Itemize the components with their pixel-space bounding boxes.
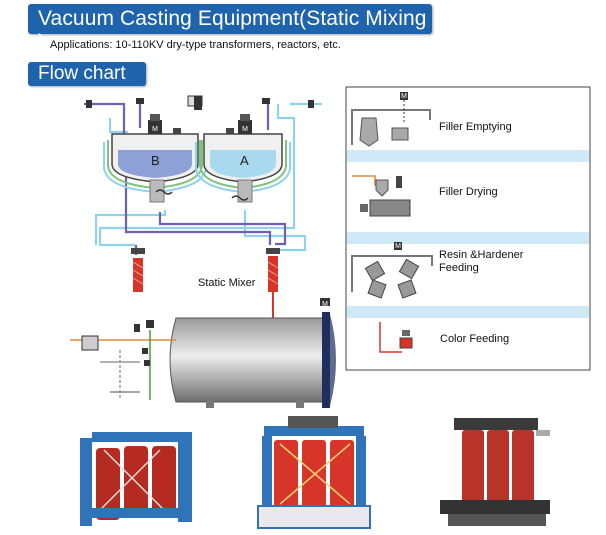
tank-a-label: A — [240, 153, 249, 168]
page-title: Vacuum Casting Equipment(Static Mixing ) — [38, 7, 427, 54]
motor-icon: M — [242, 126, 248, 133]
tank-b-label: B — [151, 153, 160, 168]
vacuum-tank-icon — [169, 298, 336, 408]
tank-a: A — [195, 114, 291, 203]
motor-icon: M — [401, 93, 407, 100]
valve-icons — [86, 95, 314, 110]
cyan-pipes — [94, 102, 322, 252]
flow-chart-label: Flow chart — [38, 63, 126, 84]
tank-b: B — [103, 114, 207, 203]
process-step-label: Filler Emptying — [439, 121, 512, 133]
motor-icon: M — [152, 126, 158, 133]
flow-chart-banner: Flow chart — [28, 62, 146, 86]
transformer-icon — [80, 416, 550, 529]
resin-feeding-icon — [351, 242, 433, 299]
filler-drying-icon — [352, 175, 411, 217]
static-mixer-icon — [131, 248, 280, 292]
process-step-label: Resin &Hardener Feeding — [439, 249, 524, 274]
motor-icon: M — [322, 301, 328, 308]
process-step-label: Color Feeding — [440, 333, 510, 345]
filler-emptying-icon — [351, 92, 431, 147]
title-banner: Vacuum Casting Equipment(Static Mixing ) — [28, 4, 432, 54]
process-panel — [345, 86, 591, 371]
left-valves — [81, 320, 154, 366]
color-feeding-icon — [379, 322, 413, 353]
static-mixer-label: Static Mixer — [198, 277, 256, 289]
applications-text: Applications: 10-110KV dry-type transfor… — [50, 39, 341, 51]
motor-icon: M — [395, 243, 401, 250]
process-step-label: Filler Drying — [439, 186, 498, 198]
